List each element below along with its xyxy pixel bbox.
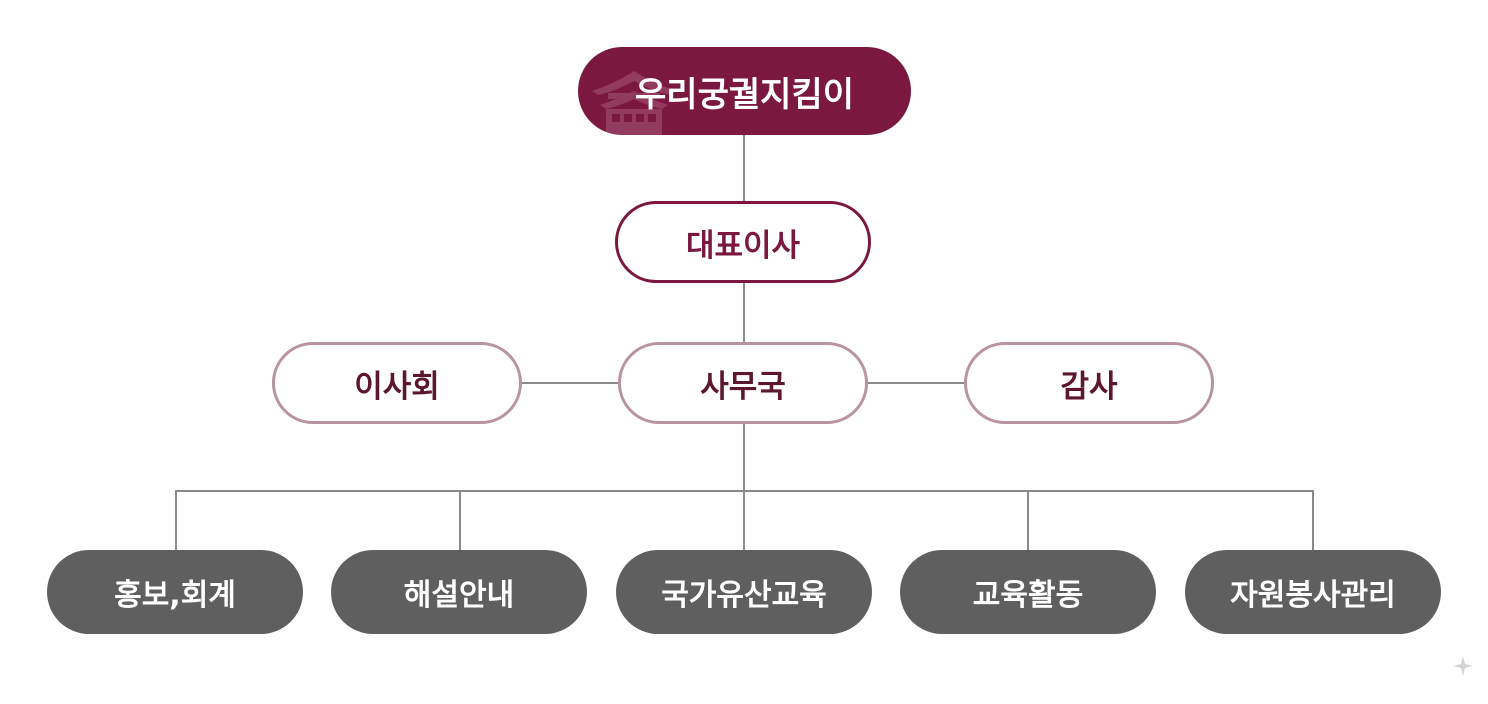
palace-icon <box>592 71 676 135</box>
department-node: 홍보,회계 <box>47 550 303 634</box>
secretariat-node-label: 사무국 <box>700 368 786 405</box>
department-node: 국가유산교육 <box>616 550 872 634</box>
audit-node-label: 감사 <box>1060 368 1118 405</box>
audit-node: 감사 <box>964 342 1214 424</box>
director-node: 대표이사 <box>615 201 871 283</box>
department-node-label: 교육활동 <box>972 578 1084 613</box>
department-node-label: 국가유산교육 <box>661 578 827 613</box>
connector-root-director <box>743 134 745 202</box>
connector-drop-department <box>1027 490 1029 551</box>
root-node: 우리궁궐지킴이 <box>578 47 911 135</box>
department-node: 자원봉사관리 <box>1185 550 1441 634</box>
department-node: 교육활동 <box>900 550 1156 634</box>
board-node: 이사회 <box>272 342 522 424</box>
connector-drop-department <box>1312 490 1314 551</box>
root-node-label: 우리궁궐지킴이 <box>635 74 854 115</box>
connector-drop-department <box>743 490 745 551</box>
department-node: 해설안내 <box>331 550 587 634</box>
connector-drop-department <box>175 490 177 551</box>
sparkle-icon <box>1453 656 1473 676</box>
connector-secretariat-audit <box>867 382 965 384</box>
director-node-label: 대표이사 <box>685 227 801 264</box>
connector-board-secretariat <box>521 382 619 384</box>
connector-drop-department <box>459 490 461 551</box>
department-node-label: 해설안내 <box>403 578 515 613</box>
department-node-label: 자원봉사관리 <box>1230 578 1396 613</box>
department-node-label: 홍보,회계 <box>114 578 236 613</box>
connector-director-secretariat <box>743 282 745 343</box>
connector-secretariat-departments <box>743 423 745 491</box>
secretariat-node: 사무국 <box>618 342 868 424</box>
board-node-label: 이사회 <box>354 368 440 405</box>
